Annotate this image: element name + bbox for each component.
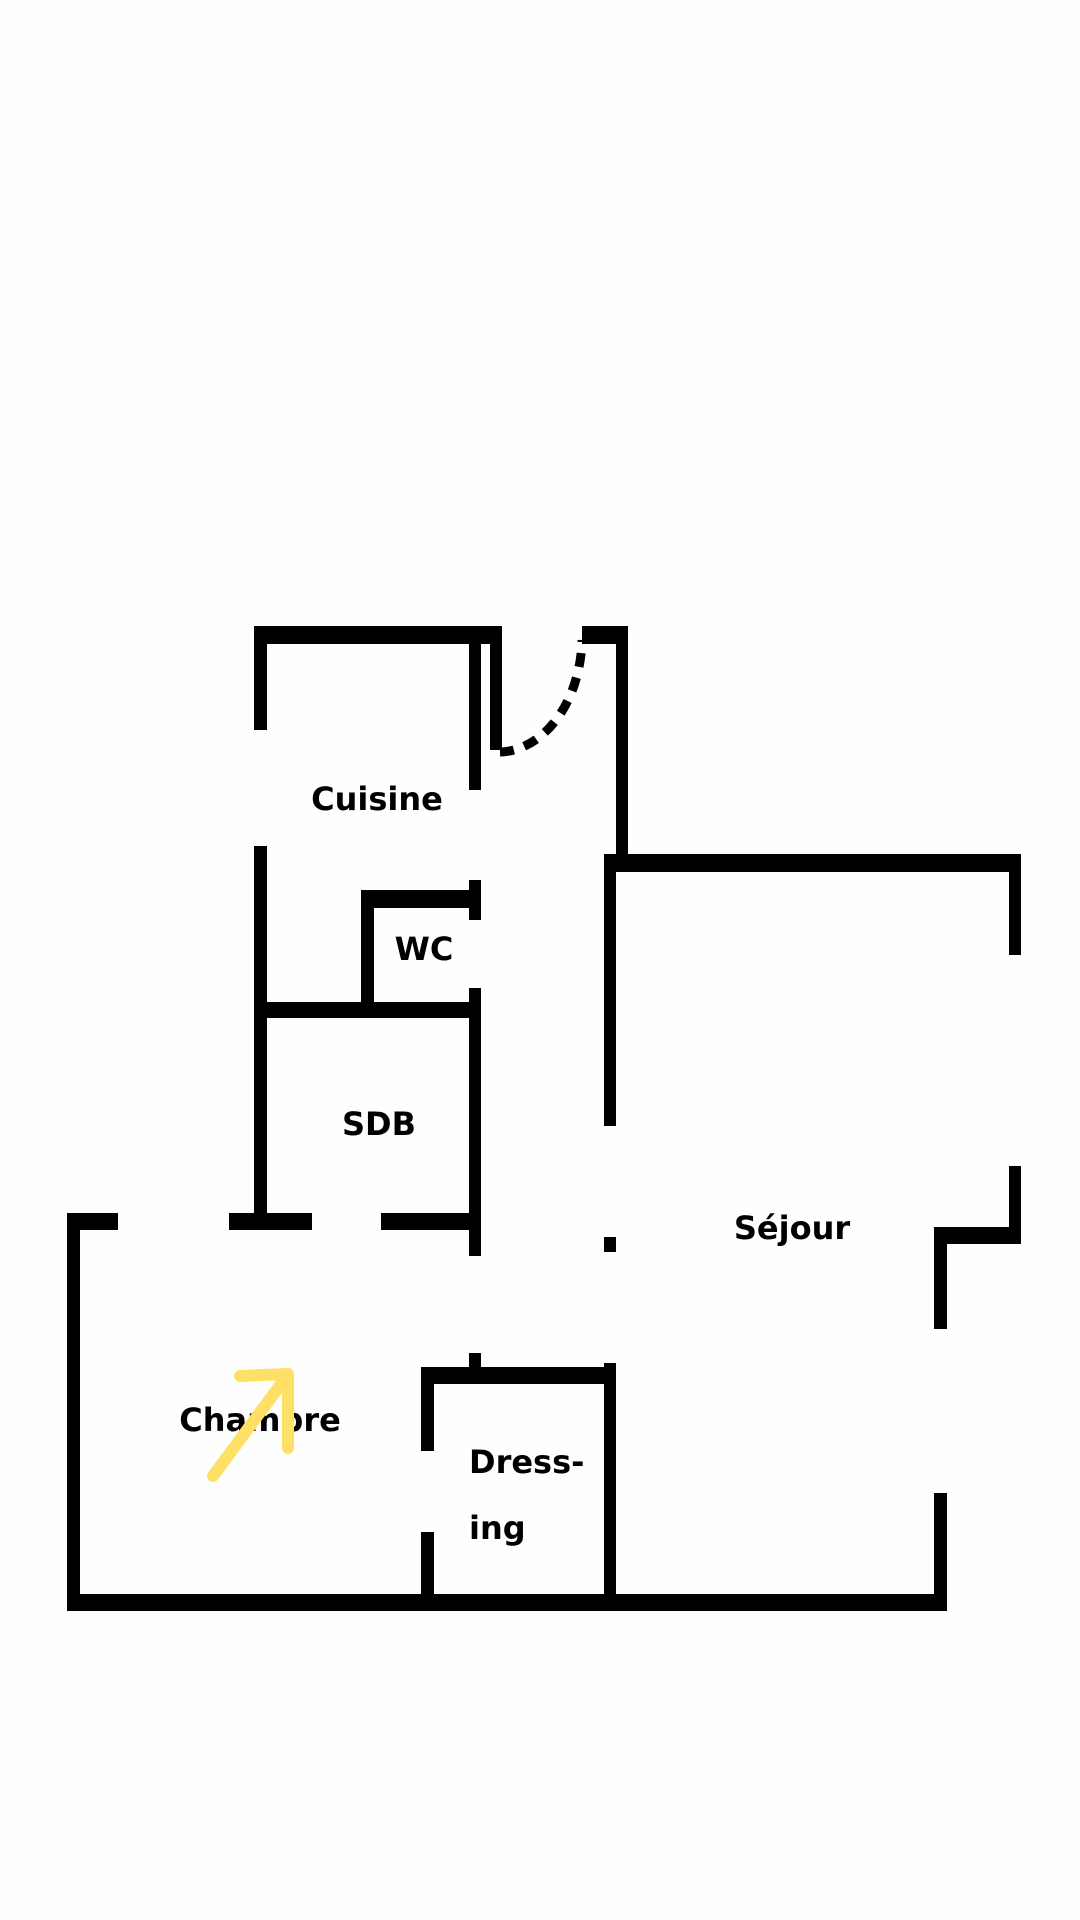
room-label-sdb: SDB [342, 1105, 416, 1143]
wall [361, 890, 374, 1003]
wall [490, 626, 502, 750]
wall [254, 1002, 480, 1018]
wall [604, 1237, 616, 1252]
wall [67, 1594, 947, 1611]
wall [604, 854, 1021, 872]
wall [469, 1353, 481, 1367]
wall [934, 1227, 947, 1329]
wall [421, 1532, 434, 1611]
wall [469, 626, 481, 790]
wall [254, 626, 502, 644]
door-swing-arc [499, 639, 587, 757]
wall [421, 1367, 434, 1451]
wall [469, 880, 481, 920]
room-label-cuisine: Cuisine [311, 780, 443, 818]
wall [1009, 854, 1021, 955]
wall [229, 1213, 312, 1230]
arrow-up-right-icon [207, 1368, 294, 1482]
room-label-dressing-line1: Dress- [469, 1443, 584, 1481]
room-label-wc: WC [395, 930, 454, 968]
room-label-sejour: Séjour [734, 1209, 850, 1247]
wall [604, 854, 616, 1126]
wall [934, 1227, 1021, 1244]
wall [254, 846, 267, 1214]
room-label-dressing-line2: ing [469, 1509, 526, 1547]
wall [361, 890, 480, 908]
wall [421, 1367, 616, 1384]
wall [469, 988, 481, 1256]
walls [67, 626, 1021, 1611]
wall [616, 626, 628, 858]
wall [254, 626, 267, 730]
wall [381, 1213, 480, 1230]
wall [604, 1363, 616, 1611]
wall [934, 1493, 947, 1611]
wall [1009, 1166, 1021, 1244]
wall [67, 1213, 80, 1611]
